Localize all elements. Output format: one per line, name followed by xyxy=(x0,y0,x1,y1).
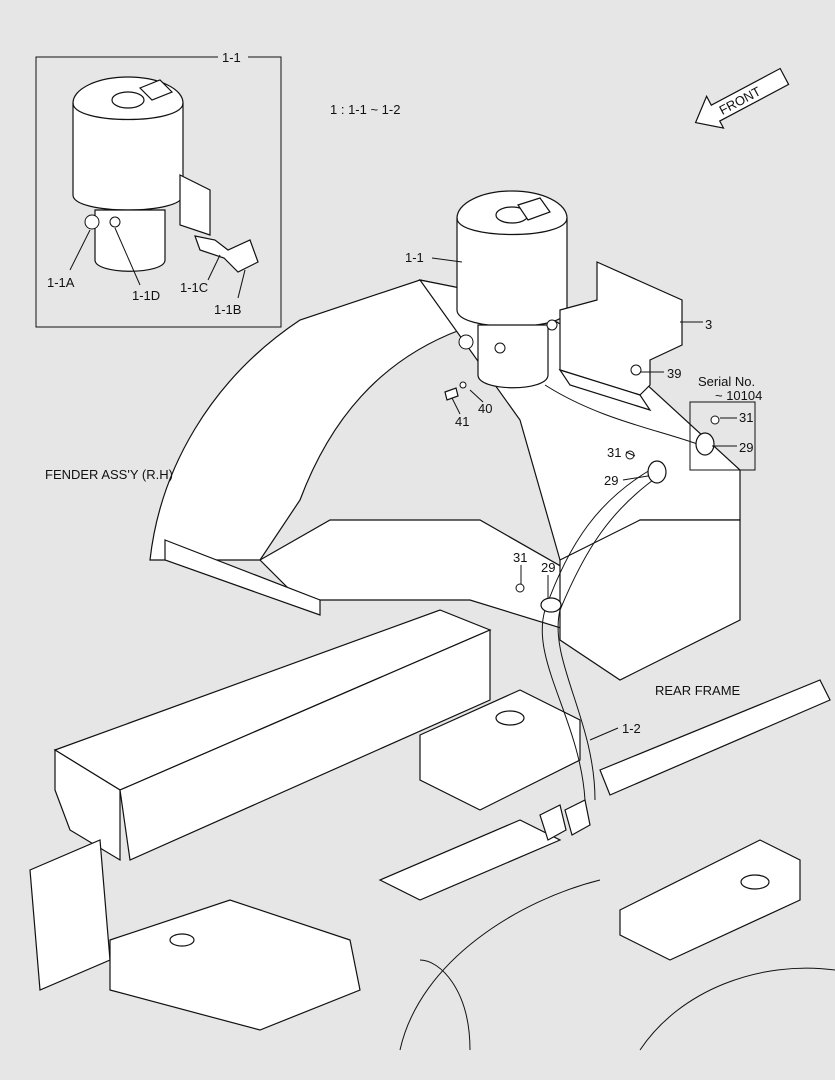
label-1-1A: 1-1A xyxy=(47,275,75,290)
callout-31-box: 31 xyxy=(739,410,753,425)
callout-29-b: 29 xyxy=(541,560,555,575)
group-note: 1 : 1-1 ~ 1-2 xyxy=(330,102,400,117)
callouts: 1-1 3 39 40 41 31 29 31 29 31 29 1-2 xyxy=(405,250,753,736)
callout-1-2: 1-2 xyxy=(622,721,641,736)
callout-3: 3 xyxy=(705,317,712,332)
callout-1-1: 1-1 xyxy=(405,250,424,265)
grease-pump xyxy=(456,190,568,389)
rear-frame-label: REAR FRAME xyxy=(655,683,741,698)
inset-title: 1-1 xyxy=(222,50,241,65)
leader-lines xyxy=(431,257,737,741)
inset-pump xyxy=(72,76,259,273)
callout-39: 39 xyxy=(667,366,681,381)
detail-inset: 1-1 1-1A 1-1D 1-1C 1-1B xyxy=(35,50,282,328)
callout-31-a: 31 xyxy=(607,445,621,460)
label-1-1D: 1-1D xyxy=(132,288,160,303)
label-1-1C: 1-1C xyxy=(180,280,208,295)
serial-line2: ~ 10104 xyxy=(715,388,762,403)
callout-31-b: 31 xyxy=(513,550,527,565)
fender-label: FENDER ASS'Y (R.H) xyxy=(45,467,173,482)
serial-line1: Serial No. xyxy=(698,374,755,389)
callout-29-box: 29 xyxy=(739,440,753,455)
callout-29-a: 29 xyxy=(604,473,618,488)
callout-41: 41 xyxy=(455,414,469,429)
front-arrow: FRONT xyxy=(694,67,790,129)
serial-box: Serial No. ~ 10104 xyxy=(689,374,762,471)
mounting-bracket xyxy=(558,261,683,412)
label-1-1B: 1-1B xyxy=(214,302,241,317)
rear-frame xyxy=(109,679,835,1051)
hose-clamps xyxy=(444,364,720,613)
callout-40: 40 xyxy=(478,401,492,416)
